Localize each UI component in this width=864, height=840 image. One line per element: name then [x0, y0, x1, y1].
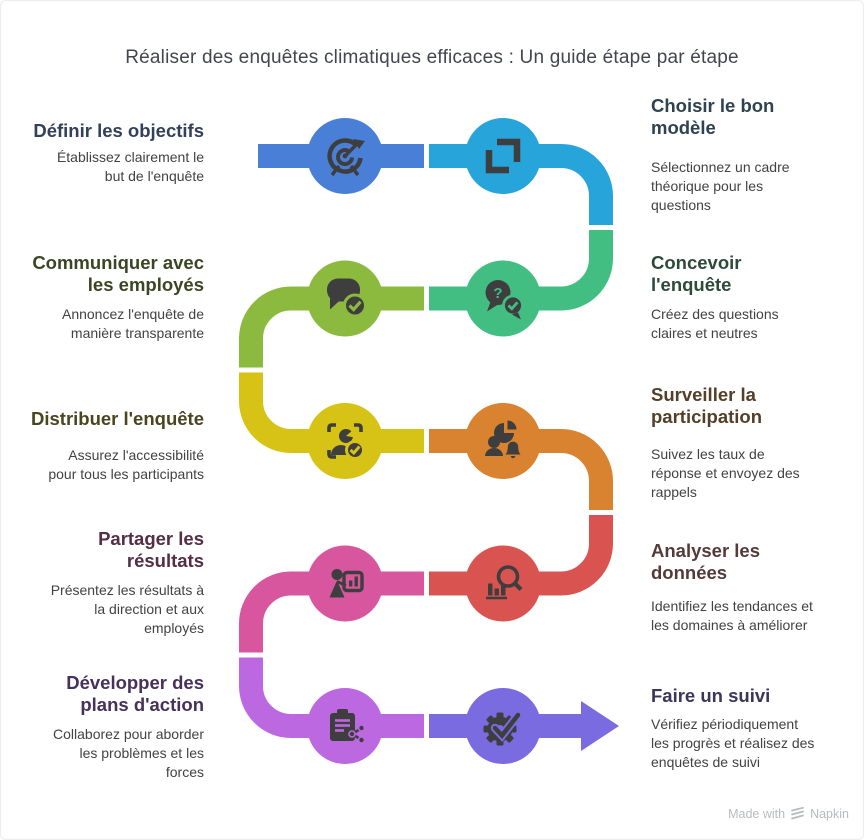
- step-desc-surveiller: Suivez les taux de réponse et envoyez de…: [651, 446, 800, 500]
- flow-segment-9: [239, 657, 424, 738]
- step-desc-choisir: Sélectionnez un cadre théorique pour les…: [651, 159, 790, 213]
- scan-person-icon: [327, 423, 365, 460]
- brand-label: Napkin: [810, 807, 849, 821]
- analyze-icon: [486, 565, 523, 600]
- flow-segment-7: [429, 515, 613, 596]
- target-icon: [327, 138, 365, 177]
- frame-icon: [485, 138, 521, 174]
- step-desc-suivi: Vérifiez périodiquement les progrès et r…: [651, 716, 815, 770]
- gear-check-icon: [483, 710, 523, 746]
- step-desc-partager: Présentez les résultats à la direction e…: [50, 582, 204, 636]
- flow-segment-4: [239, 286, 424, 368]
- flow-segment-5: [239, 372, 424, 453]
- step-desc-analyser: Identifiez les tendances et les domaines…: [651, 598, 813, 633]
- presenter-icon: [329, 569, 364, 598]
- footer-credit: Made with Napkin: [728, 807, 849, 821]
- flow-segment-2: [429, 144, 613, 225]
- step-title-suivi: Faire un suivi: [651, 685, 771, 706]
- step-title-choisir: Choisir le bon modèle: [651, 95, 775, 138]
- flow-segment-3: [429, 230, 613, 311]
- step-title-definir: Définir les objectifs: [33, 120, 204, 141]
- participation-icon: [485, 420, 521, 459]
- step-desc-communiquer: Annoncez l'enquête de manière transparen…: [61, 306, 204, 341]
- step-title-communiquer: Communiquer avec les employés: [32, 252, 204, 295]
- step-title-developper: Développer des plans d'action: [66, 672, 204, 715]
- step-desc-distribuer: Assurez l'accessibilité pour tous les pa…: [48, 447, 204, 482]
- page-title: Réaliser des enquêtes climatiques effica…: [125, 47, 739, 68]
- step-title-surveiller: Surveiller la participation: [651, 384, 763, 427]
- question-chat-icon: ?: [485, 280, 524, 320]
- step-title-analyser: Analyser les données: [651, 540, 761, 583]
- flow-segment-8: [239, 571, 424, 653]
- flow-segment-6: [429, 429, 613, 510]
- step-desc-developper: Collaborez pour aborder les problèmes et…: [53, 726, 204, 780]
- clipboard-share-icon: [330, 709, 366, 744]
- svg-text:?: ?: [493, 285, 502, 302]
- chat-check-icon: [327, 278, 367, 318]
- step-desc-definir: Établissez clairement le but de l'enquêt…: [56, 149, 204, 184]
- flow-arrowhead: [581, 701, 619, 751]
- step-title-partager: Partager les résultats: [98, 528, 204, 571]
- step-title-distribuer: Distribuer l'enquête: [31, 408, 204, 429]
- made-with-label: Made with: [728, 807, 786, 821]
- step-circle-2: [465, 118, 541, 194]
- step-title-concevoir: Concevoir l'enquête: [651, 252, 742, 295]
- step-desc-concevoir: Créez des questions claires et neutres: [651, 306, 779, 341]
- napkin-logo-icon: [791, 807, 804, 820]
